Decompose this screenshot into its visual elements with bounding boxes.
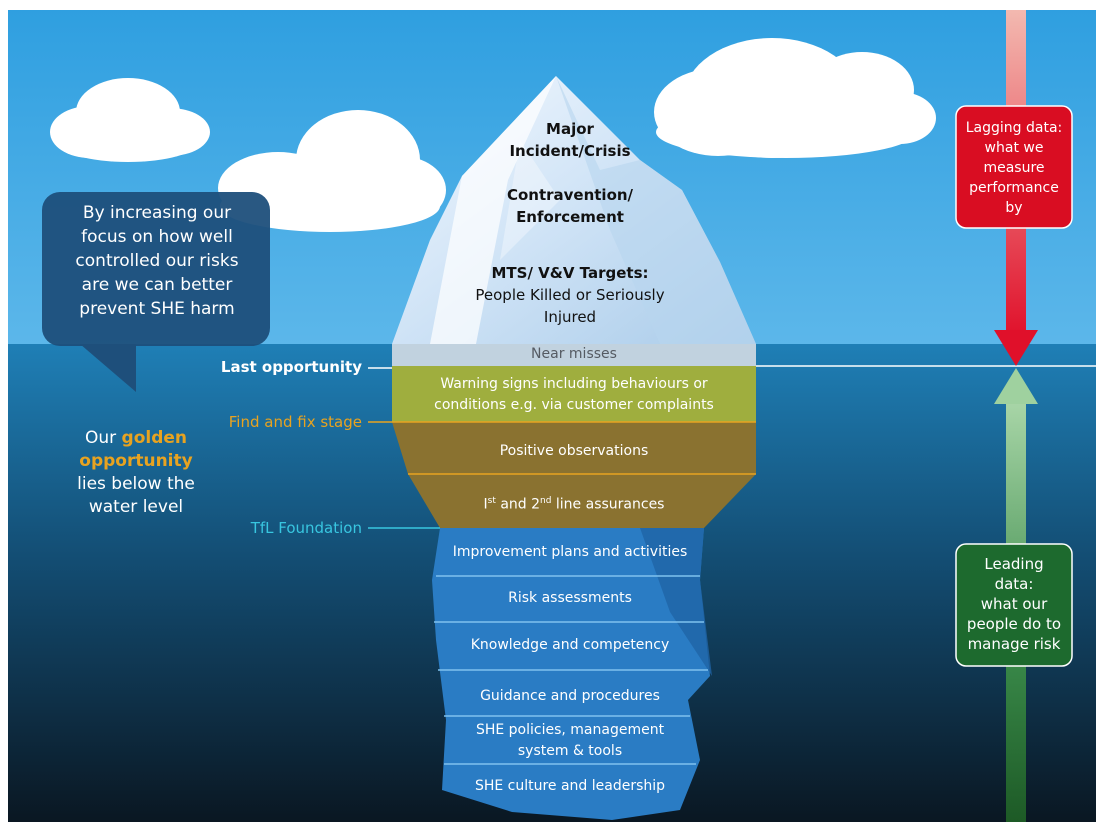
marker-tfl-foundation: TfL Foundation (250, 519, 362, 537)
warning-line: conditions e.g. via customer complaints (434, 397, 714, 413)
bubble-line: By increasing our (82, 203, 232, 223)
warning-line: Warning signs including behaviours or (440, 376, 708, 392)
mts-line: People Killed or Seriously (475, 286, 665, 304)
foundation-band (432, 528, 710, 820)
near-misses-band (392, 344, 756, 366)
lagging-box (955, 105, 1073, 229)
assurance-text: and 2 (495, 496, 541, 513)
leading-box (955, 543, 1073, 667)
cloud-left (50, 78, 210, 162)
she-culture-label: SHE culture and leadership (474, 778, 666, 794)
iceberg-tip (392, 76, 756, 344)
leading-arrow-head (994, 368, 1038, 404)
contravention-label: Contravention/ Enforcement (470, 184, 670, 228)
golden-after: water level (88, 497, 184, 517)
leading-line: data: (994, 575, 1034, 593)
knowledge-label: Knowledge and competency (470, 637, 670, 653)
bubble-text: By increasing our focus on how well cont… (52, 201, 262, 321)
bubble-line: prevent SHE harm (79, 299, 235, 319)
lagging-data-text: Lagging data: what we measure performanc… (956, 118, 1072, 218)
lagging-line: Lagging data: (965, 120, 1063, 136)
assurances-label: Ist and 2nd line assurances (392, 491, 756, 516)
lagging-line: by (1005, 200, 1023, 216)
improvement-label: Improvement plans and activities (452, 544, 688, 560)
mts-title: MTS/ V&V Targets: (491, 264, 649, 282)
golden-highlight: golden (121, 428, 188, 448)
find-fix-band (392, 422, 756, 528)
lagging-line: what we (984, 140, 1044, 156)
contravention-line: Contravention/ (506, 186, 634, 204)
speech-bubble (42, 192, 270, 392)
major-incident-label: Major Incident/Crisis (470, 118, 670, 162)
marker-find-and-fix: Find and fix stage (228, 413, 362, 431)
leading-line: Leading (984, 555, 1044, 573)
assurance-text: line assurances (551, 496, 665, 513)
lagging-line: performance (969, 180, 1059, 196)
guidance-label: Guidance and procedures (480, 688, 660, 704)
bubble-line: are we can better (81, 275, 233, 295)
major-line: Major (546, 120, 594, 138)
leading-line: manage risk (967, 635, 1061, 653)
she-policies-line: system & tools (517, 743, 623, 759)
positive-observations-label: Positive observations (499, 443, 649, 459)
golden-before: Our (84, 428, 117, 448)
near-misses-label: Near misses (531, 346, 617, 362)
leading-line: what our (980, 595, 1048, 613)
warning-band (392, 366, 756, 422)
contravention-line: Enforcement (516, 208, 624, 226)
assurance-sup: st (487, 496, 496, 506)
lagging-line: measure (983, 160, 1045, 176)
cloud-right (654, 38, 936, 158)
assurance-sup: nd (540, 496, 552, 506)
golden-opportunity-note: Our golden opportunity lies below the wa… (48, 427, 224, 519)
bubble-line: controlled our risks (75, 251, 239, 271)
golden-highlight: opportunity (79, 451, 193, 471)
lagging-arrow-head (994, 330, 1038, 366)
she-policies-label: SHE policies, management system & tools (420, 720, 720, 762)
leading-data-text: Leading data: what our people do to mana… (956, 554, 1072, 654)
mts-line: Injured (543, 308, 597, 326)
assurance-text: I (483, 496, 488, 513)
bubble-line: focus on how well (81, 227, 233, 247)
marker-last-opportunity: Last opportunity (220, 358, 362, 376)
warning-signs-label: Warning signs including behaviours or co… (392, 374, 756, 416)
golden-after: lies below the (77, 474, 195, 494)
mts-targets-label: MTS/ V&V Targets: People Killed or Serio… (440, 262, 700, 328)
leading-line: people do to (966, 615, 1062, 633)
risk-assessments-label: Risk assessments (508, 590, 632, 606)
major-line: Incident/Crisis (509, 142, 631, 160)
she-policies-line: SHE policies, management (475, 722, 665, 738)
